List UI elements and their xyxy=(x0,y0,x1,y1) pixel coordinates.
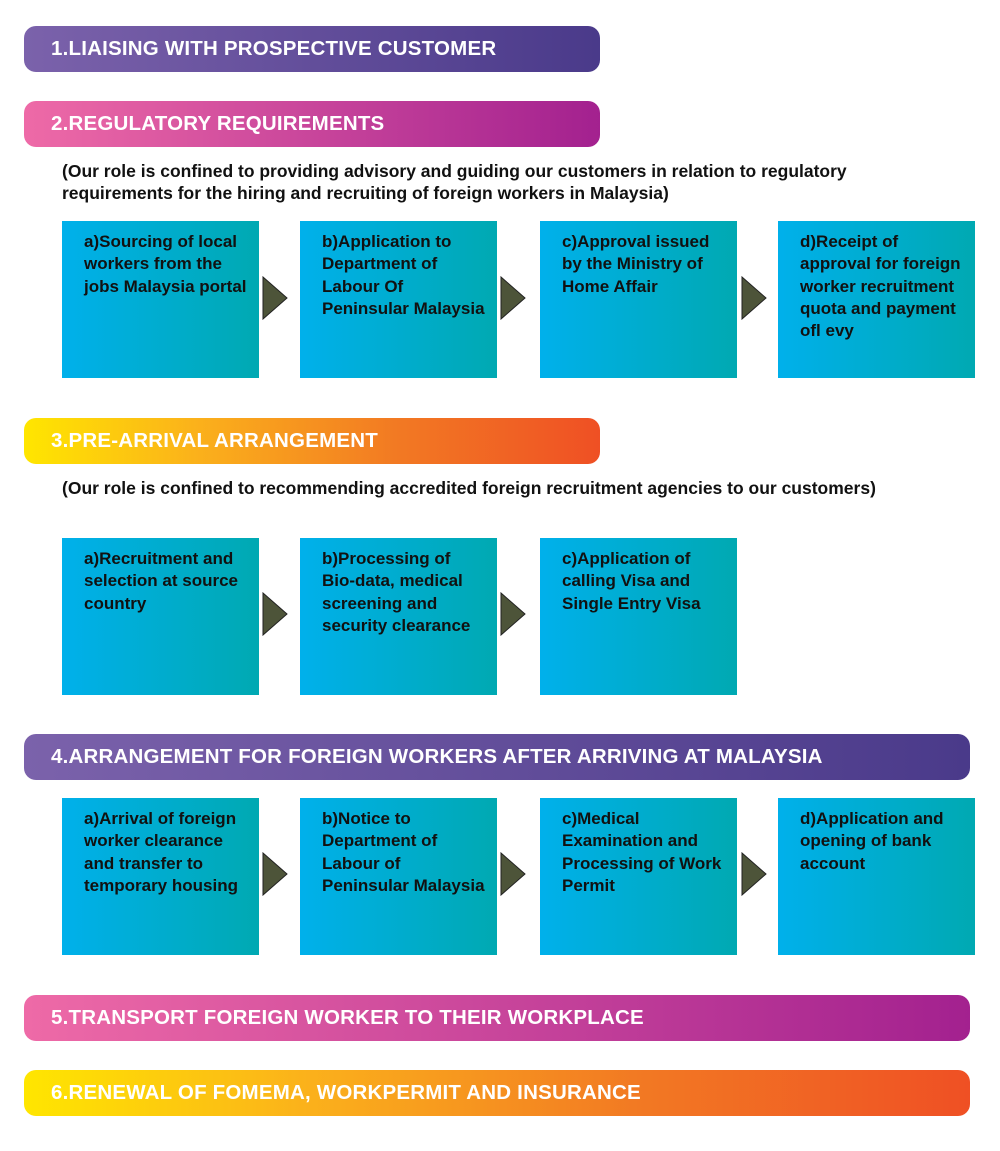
arrow-right-icon xyxy=(500,592,526,636)
section-4-banner: 4.ARRANGEMENT FOR FOREIGN WORKERS AFTER … xyxy=(24,734,970,780)
section-2-step-d: d)Receipt of approval for foreign worker… xyxy=(778,221,975,378)
section-2-title: 2.REGULATORY REQUIREMENTS xyxy=(51,112,385,135)
section-3-note: (Our role is confined to recommending ac… xyxy=(62,478,876,498)
section-2-step-a: a)Sourcing of local workers from the job… xyxy=(62,221,259,378)
section-1-banner: 1.LIAISING WITH PROSPECTIVE CUSTOMER xyxy=(24,26,600,72)
arrow-right-icon xyxy=(262,592,288,636)
section-2-note: (Our role is confined to providing advis… xyxy=(62,161,847,203)
section-3-step-b: b)Processing of Bio-data, medical screen… xyxy=(300,538,497,695)
arrow-right-icon xyxy=(741,276,767,320)
arrow-right-icon xyxy=(262,852,288,896)
section-4-step-b: b)Notice to Department of Labour of Peni… xyxy=(300,798,497,955)
section-2-banner: 2.REGULATORY REQUIREMENTS xyxy=(24,101,600,147)
section-3-step-c: c)Application of calling Visa and Single… xyxy=(540,538,737,695)
section-4-step-d: d)Application and opening of bank accoun… xyxy=(778,798,975,955)
section-5-banner: 5.TRANSPORT FOREIGN WORKER TO THEIR WORK… xyxy=(24,995,970,1041)
section-6-title: 6.RENEWAL OF FOMEMA, WORKPERMIT AND INSU… xyxy=(51,1081,641,1104)
section-4-step-a: a)Arrival of foreign worker clearance an… xyxy=(62,798,259,955)
section-5-title: 5.TRANSPORT FOREIGN WORKER TO THEIR WORK… xyxy=(51,1006,644,1029)
section-2-step-c: c)Approval issued by the Ministry of Hom… xyxy=(540,221,737,378)
arrow-right-icon xyxy=(500,852,526,896)
arrow-right-icon xyxy=(741,852,767,896)
section-1-title: 1.LIAISING WITH PROSPECTIVE CUSTOMER xyxy=(51,37,497,60)
section-4-step-c: c)Medical Examination and Processing of … xyxy=(540,798,737,955)
section-2-step-b: b)Application to Department of Labour Of… xyxy=(300,221,497,378)
section-3-step-a: a)Recruitment and selection at source co… xyxy=(62,538,259,695)
section-3-title: 3.PRE-ARRIVAL ARRANGEMENT xyxy=(51,429,378,452)
arrow-right-icon xyxy=(500,276,526,320)
arrow-right-icon xyxy=(262,276,288,320)
section-6-banner: 6.RENEWAL OF FOMEMA, WORKPERMIT AND INSU… xyxy=(24,1070,970,1116)
section-4-title: 4.ARRANGEMENT FOR FOREIGN WORKERS AFTER … xyxy=(51,745,823,768)
section-3-banner: 3.PRE-ARRIVAL ARRANGEMENT xyxy=(24,418,600,464)
